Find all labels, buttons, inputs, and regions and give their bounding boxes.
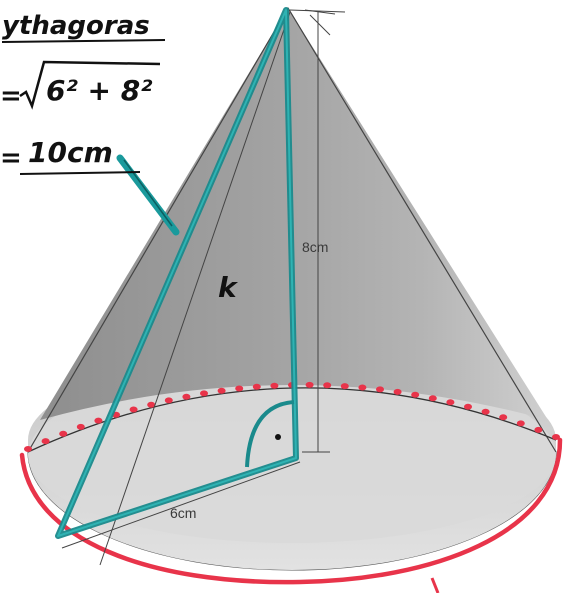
- note-line3-underline: [19, 171, 141, 175]
- red-tick-mark: [430, 577, 440, 593]
- rim-dot: [464, 403, 472, 410]
- rim-dot: [235, 385, 244, 392]
- rim-dot: [305, 381, 314, 388]
- right-angle-dot: [275, 434, 281, 440]
- rim-dot: [552, 434, 560, 440]
- rim-dot: [164, 397, 173, 404]
- square-root-sign: [19, 60, 161, 110]
- radius-dimension-line: [61, 461, 301, 549]
- rim-dot: [393, 388, 402, 395]
- rim-dot: [59, 430, 68, 437]
- cone-edge-right: [287, 7, 557, 453]
- rim-dot: [252, 383, 261, 390]
- rim-dot: [147, 401, 156, 408]
- rim-dot: [516, 420, 525, 427]
- cone-edge-left: [27, 7, 289, 453]
- base-back-rim-dots: [24, 381, 560, 452]
- rim-dot: [76, 423, 85, 430]
- right-triangle-inner: [57, 9, 297, 537]
- note-line2-prefix: =: [0, 81, 22, 111]
- rim-dot: [94, 417, 103, 424]
- rim-dot: [446, 399, 455, 406]
- rim-dot: [182, 393, 191, 400]
- rim-dot: [217, 387, 226, 394]
- rim-dot: [499, 414, 508, 421]
- rim-dot: [24, 446, 32, 452]
- note-line1-underline: [1, 39, 166, 43]
- rim-dot: [270, 382, 279, 389]
- apex-guide-diagonal: [309, 14, 331, 36]
- pointer-stroke-dark: [123, 159, 173, 227]
- note-line3-prefix: =: [0, 143, 22, 173]
- rim-dot: [534, 426, 543, 433]
- note-line3-result: 10cm: [28, 136, 113, 169]
- rim-dot: [428, 395, 437, 402]
- note-line2-root: 6² + 8²: [46, 74, 153, 107]
- cone-surface-upper: [40, 8, 548, 420]
- label-radius: 6cm: [170, 505, 196, 521]
- apex-guide-line: [289, 9, 346, 13]
- note-line1: ythagoras: [2, 11, 150, 41]
- rim-dot: [411, 391, 420, 398]
- label-height: 8cm: [302, 239, 328, 255]
- rim-dot: [340, 383, 349, 390]
- rim-dot: [358, 384, 367, 391]
- right-angle-arc: [245, 400, 295, 468]
- rim-dot: [129, 406, 138, 413]
- rim-dot: [200, 390, 208, 397]
- cone-base-ellipse: [28, 367, 556, 543]
- rim-dot: [41, 438, 50, 445]
- rim-dot: [376, 386, 384, 393]
- rim-dot: [481, 408, 490, 415]
- slant-height-line: [99, 11, 291, 566]
- label-slant: k: [218, 271, 239, 304]
- rim-dot: [323, 382, 332, 389]
